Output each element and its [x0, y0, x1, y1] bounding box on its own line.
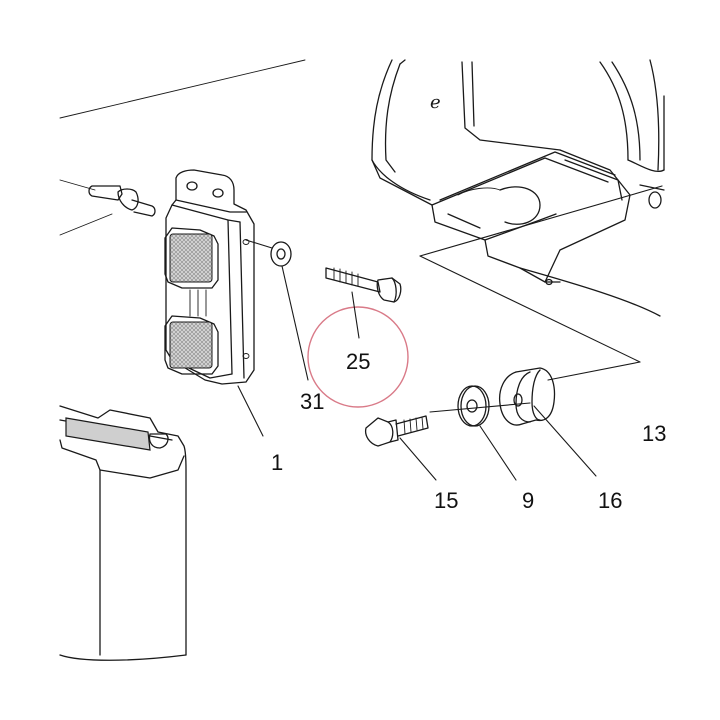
callout-31: 31	[300, 389, 324, 414]
callout-9: 9	[522, 488, 534, 513]
frame-mark-glyph: e	[430, 92, 441, 113]
callout-25: 25	[346, 349, 370, 374]
leader-13	[419, 185, 663, 381]
frame-outline	[59, 59, 306, 236]
part-15-bolt	[364, 415, 429, 447]
part-9-washer	[457, 385, 490, 427]
part-31-washer	[245, 239, 292, 267]
callout-leaders	[237, 265, 597, 481]
highlight-circle	[307, 306, 409, 408]
part-25-bolt	[325, 267, 402, 303]
callout-1: 1	[271, 450, 283, 475]
part-16-grommet	[498, 367, 556, 426]
battery	[59, 405, 187, 661]
part-1-control-unit	[164, 169, 255, 385]
frame-bracket	[371, 59, 665, 317]
callout-15: 15	[434, 488, 458, 513]
stud-pin	[88, 185, 156, 217]
callout-16: 16	[598, 488, 622, 513]
callout-13: 13	[642, 421, 666, 446]
